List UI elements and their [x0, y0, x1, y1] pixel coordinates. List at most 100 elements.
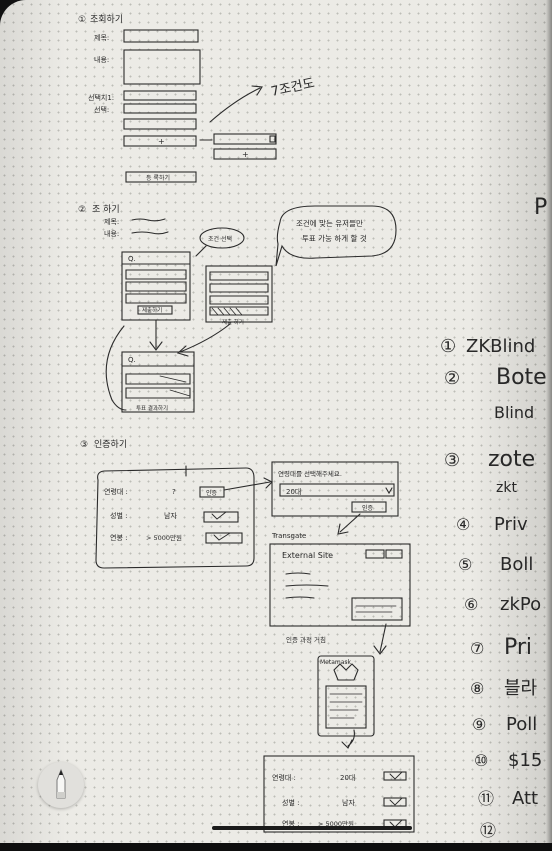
sec3-popup-title: 연령대를 선택해주세요.	[278, 469, 342, 478]
sec2-q-left: Q.	[128, 255, 136, 263]
sec2-form-right	[205, 265, 273, 323]
transgate-caption: 인증 과정 거침	[286, 635, 326, 644]
sec1-submit-box	[125, 171, 197, 183]
sec1-option-box-2	[123, 103, 197, 114]
sec1-alt-box-2	[213, 148, 277, 160]
sec2-bubble-big	[275, 205, 397, 267]
final-select-1	[383, 771, 407, 781]
right-t-11: Poll	[506, 714, 537, 735]
right-t-8: zkPo	[500, 594, 541, 615]
fox-icon	[333, 663, 359, 681]
sec2-num: ②	[78, 205, 86, 215]
final-row2-label: 성별 :	[282, 798, 299, 807]
final-row1-label: 연령대 :	[272, 774, 296, 782]
sec3-row3-value: > 5000만원	[146, 533, 182, 542]
sec3-popup-chevron	[385, 487, 393, 495]
pencil-icon	[56, 768, 66, 799]
right-t-7: Boll	[500, 554, 533, 575]
sec1-plus: +	[158, 137, 165, 146]
sec3-verify-btn	[199, 486, 225, 498]
final-row1-value: 20대	[340, 774, 355, 782]
sec2-loop-arrow	[105, 325, 127, 411]
sec3-row1-btn: 인증	[206, 490, 218, 497]
transgate-btn-b	[385, 549, 403, 559]
sec2-bubble-big-l2: 투표 가능 하게 할 것	[302, 233, 367, 243]
metamask-lines	[329, 693, 363, 719]
sec1-arrow-annot	[209, 87, 261, 123]
sec1-option-box-3	[123, 118, 197, 130]
sec2-hatch	[211, 307, 243, 316]
sec1-checkbox	[269, 135, 276, 143]
sec1-alt-box-1	[213, 133, 277, 145]
sec3-row1-value: ?	[172, 488, 176, 496]
sec3-popup-value: 20대	[286, 488, 301, 496]
sec3-row2-label: 성별 :	[110, 511, 127, 520]
sec2-submit3: 투표 결과하기	[136, 404, 168, 412]
sec1-submit: 등 록하기	[146, 174, 170, 182]
sec2-result-bars	[121, 365, 195, 399]
right-t-12: $15	[508, 750, 542, 771]
right-t-13: Att	[512, 788, 538, 809]
right-t-6: Priv	[494, 514, 528, 535]
right-n-10: ⑧	[470, 679, 484, 698]
right-n-11: ⑨	[472, 715, 486, 734]
right-n-1: ①	[440, 336, 456, 357]
sec3-arrow-transgate	[337, 513, 361, 535]
right-top-letter: P	[534, 195, 547, 220]
sec3-card	[95, 467, 255, 569]
sec3-select-3	[205, 532, 243, 544]
sec2-right-options	[209, 271, 269, 316]
device-bottom-edge	[0, 843, 552, 851]
sec1-title: 조회하기	[90, 14, 123, 25]
metamask-arrow	[341, 729, 355, 749]
transgate-window	[269, 543, 411, 627]
sec1-num: ①	[78, 15, 86, 25]
transgate-arrow-down	[373, 623, 387, 655]
sec2-field-content: 내용:	[104, 229, 119, 238]
home-indicator[interactable]	[212, 826, 412, 830]
transgate-label: Transgate	[271, 532, 306, 540]
sec2-arrow-diag	[176, 323, 231, 357]
sec3-row1-label: 연령대 :	[104, 488, 128, 496]
metamask-phone	[317, 655, 375, 737]
sec1-arrowhead	[251, 85, 263, 96]
pencil-tool-button[interactable]	[38, 762, 84, 808]
sec1-title-box	[123, 29, 199, 43]
metamask-label: Metamask	[320, 659, 352, 666]
sec3-popup	[271, 461, 399, 517]
sec3-popup-btn-text: 인증	[362, 505, 374, 512]
sec3-row2-value: 남자	[164, 511, 177, 520]
right-n-13: ⑪	[478, 789, 494, 808]
sec1-option-box-1	[123, 90, 197, 101]
sec1-label-option1: 선택지1:	[88, 93, 114, 102]
right-t-9: Pri	[504, 635, 532, 660]
sec2-submit2: 제출 하기	[222, 318, 244, 326]
sec2-submit1: 제출하기	[142, 306, 162, 314]
sec2-left-options	[121, 263, 191, 304]
metamask-content	[325, 685, 367, 729]
sec2-bubble-big-l1: 조건에 맞는 유저들만	[296, 218, 363, 228]
right-n-8: ⑥	[464, 595, 478, 614]
final-row3-value: > 5000만원	[318, 819, 354, 828]
sec3-num: ③	[80, 440, 88, 450]
right-t-4: zote	[488, 447, 535, 472]
right-n-2: ②	[444, 368, 460, 389]
right-t-2: Bote	[496, 365, 547, 390]
sec1-content-box	[123, 49, 201, 85]
sec3-popup-select	[279, 483, 395, 497]
sec3-checks	[211, 511, 231, 541]
sec3-select-2	[203, 511, 239, 523]
sec2-result-form	[121, 351, 195, 413]
sec2-bubble-small	[199, 227, 245, 249]
transgate-lines	[285, 572, 329, 599]
transgate-btn-a	[365, 549, 385, 559]
sec1-label-content: 내용:	[94, 55, 109, 64]
sec3-row3-label: 연봉 :	[110, 534, 127, 542]
right-n-12: ⑩	[474, 751, 488, 770]
sec2-q-result: Q.	[128, 356, 136, 364]
sec2-squiggle-1	[131, 218, 166, 222]
sec1-label-title: 제목:	[94, 34, 109, 42]
transgate-site: External Site	[282, 551, 333, 560]
